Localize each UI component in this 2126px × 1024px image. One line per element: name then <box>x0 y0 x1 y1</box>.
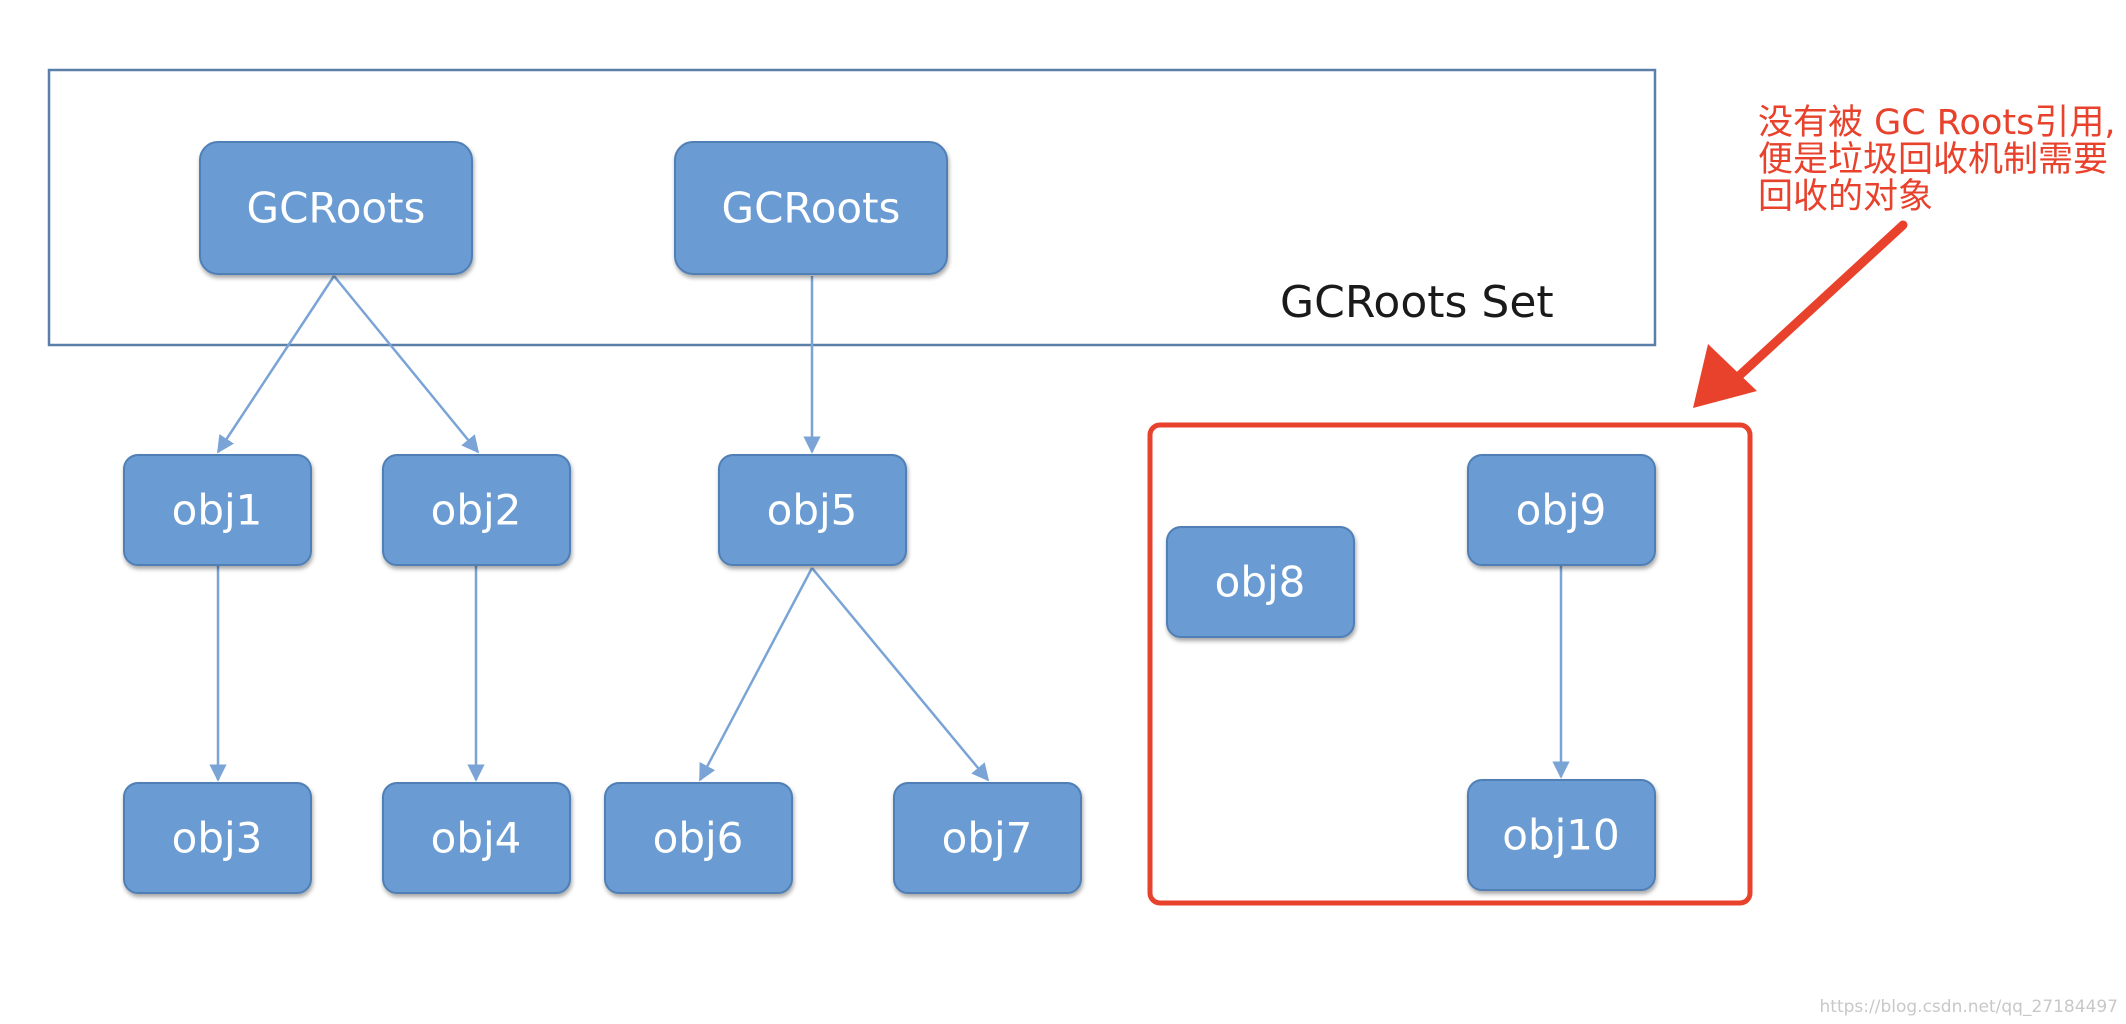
obj4-label: obj4 <box>431 814 522 863</box>
obj3-label: obj3 <box>172 814 263 863</box>
obj6-node: obj6 <box>604 782 793 894</box>
edge-root-a-obj2 <box>333 275 480 454</box>
obj1-node: obj1 <box>123 454 312 566</box>
obj7-node: obj7 <box>893 782 1082 894</box>
obj7-label: obj7 <box>942 814 1033 863</box>
unreachable-highlight-box <box>1147 422 1753 906</box>
obj5-label: obj5 <box>767 486 858 535</box>
edge-obj5-obj6 <box>698 567 814 782</box>
obj6-label: obj6 <box>653 814 744 863</box>
obj2-label: obj2 <box>431 486 522 535</box>
obj3-node: obj3 <box>123 782 312 894</box>
obj8-label: obj8 <box>1215 558 1306 607</box>
gc-root-node-2: GCRoots <box>674 141 948 275</box>
gc-root-node-1: GCRoots <box>199 141 473 275</box>
gc-roots-set-box <box>47 68 1657 347</box>
obj10-label: obj10 <box>1502 811 1619 860</box>
watermark: https://blog.csdn.net/qq_27184497 <box>1820 997 2118 1017</box>
obj9-node: obj9 <box>1467 454 1656 566</box>
obj4-node: obj4 <box>382 782 571 894</box>
nodes: GCRoots GCRoots obj1 obj2 obj5 obj3 obj4 <box>123 141 1656 894</box>
edge-obj5-obj7 <box>811 567 990 782</box>
annotation-text: 没有被 GC Roots引用, 便是垃圾回收机制需要 回收的对象 <box>1758 103 2126 217</box>
obj8-node: obj8 <box>1166 526 1355 638</box>
obj10-node: obj10 <box>1467 779 1656 891</box>
gc-root-node-1-label: GCRoots <box>247 184 426 233</box>
gc-roots-set-label: GCRoots Set <box>1280 277 1554 328</box>
obj1-label: obj1 <box>172 486 263 535</box>
edge-root-a-obj1 <box>216 275 336 454</box>
obj2-node: obj2 <box>382 454 571 566</box>
annotation-line-1: 没有被 GC Roots引用, <box>1758 103 2115 143</box>
annotation-line-2: 便是垃圾回收机制需要 <box>1758 140 2108 180</box>
obj5-node: obj5 <box>718 454 907 566</box>
annotation-line-3: 回收的对象 <box>1758 177 1933 217</box>
gc-root-node-2-label: GCRoots <box>722 184 901 233</box>
edges <box>209 275 1570 782</box>
obj9-label: obj9 <box>1516 486 1607 535</box>
annotation-arrow <box>1693 220 1908 408</box>
